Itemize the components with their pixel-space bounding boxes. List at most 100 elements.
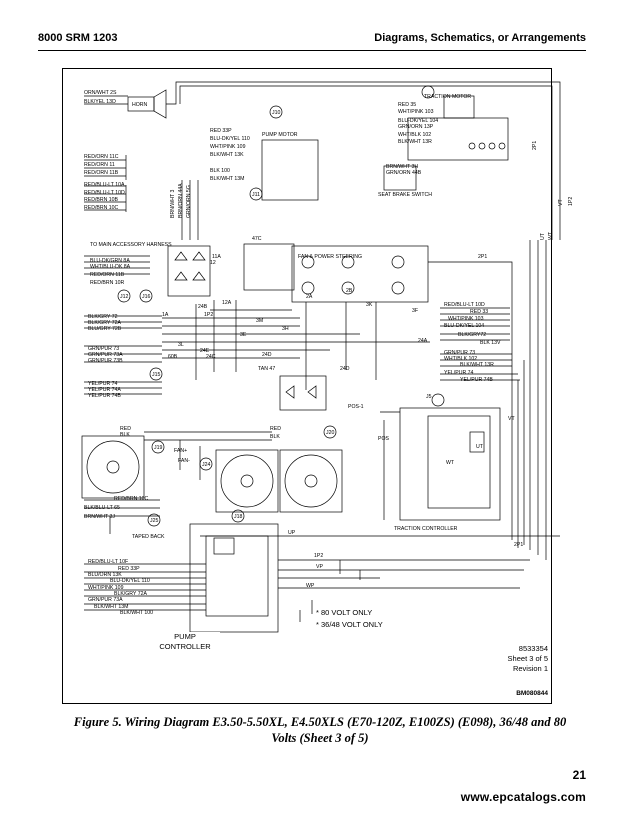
wire-label: RED 35: [398, 102, 416, 108]
schematic-element: [205, 535, 269, 617]
schematic-element: [511, 240, 547, 560]
wire-label: BLK/GRY 72: [88, 314, 118, 320]
wire-label: 3E: [240, 332, 247, 338]
wire-label: POS-1: [348, 404, 364, 410]
wire-label: 2P1: [514, 542, 523, 548]
wire-label: J16: [142, 294, 150, 300]
wire-label: J11: [252, 192, 260, 198]
wire-label: 3M: [256, 318, 263, 324]
schematic-element: [469, 431, 485, 453]
schematic-element: [147, 513, 161, 527]
wire-label: BLU/ORN 13K: [88, 572, 122, 578]
wire-label: GRN/PUR 73A: [88, 352, 123, 358]
wire-label: BLU-DK/YEL 110: [110, 578, 150, 584]
wire-label: J5: [426, 394, 432, 400]
wire-label: 24D: [262, 352, 272, 358]
wire-label: BLK: [270, 434, 280, 440]
schematic-element: [301, 281, 315, 295]
wire-label: J15: [152, 372, 160, 378]
wire-label: BLK/WHT 13M: [210, 176, 245, 182]
wire-label: YEL/PUR 74B: [88, 393, 121, 399]
schematic-element: [162, 317, 430, 359]
wire-label: YEL/PUR 74: [444, 370, 474, 376]
schematic-element: [285, 385, 317, 399]
doc-number: 8533354: [518, 644, 548, 653]
wire-label: VT: [558, 199, 564, 206]
wire-label: VT: [508, 416, 515, 422]
schematic-element: [269, 105, 283, 119]
schematic-element: [341, 281, 355, 295]
schematic-element: [440, 307, 520, 381]
schematic-element: [84, 345, 162, 363]
schematic-element: [213, 537, 235, 555]
wire-label: BLU/GRY 72B: [88, 326, 122, 332]
wire-label: 1P2: [314, 553, 323, 559]
wire-label: BLK 13V: [480, 340, 501, 346]
power-block: [291, 245, 429, 303]
schematic-element: [84, 499, 160, 534]
wire-label: BLK/WHT 13M: [94, 604, 129, 610]
wire-label: RED: [120, 426, 131, 432]
j5-connector: [421, 85, 435, 99]
wire-label: FAN-: [178, 458, 190, 464]
wire-label: BRN/WHT 3: [170, 189, 176, 218]
schematic-element: [84, 381, 162, 395]
wire-label: BLK/WHT 13K: [210, 152, 244, 158]
wire-label: 47C: [252, 236, 262, 242]
watermark: www.epcatalogs.com: [460, 790, 586, 804]
schematic-element: [117, 289, 131, 303]
wire-label: J25: [150, 518, 158, 524]
traction-controller: [399, 407, 501, 521]
schematic-element: [86, 440, 140, 494]
schematic-element: [380, 411, 400, 520]
wire-label: 3F: [412, 308, 418, 314]
wire-label: UP: [288, 530, 296, 536]
section-title: Diagrams, Schematics, or Arrangements: [374, 32, 586, 44]
schematic-element: [498, 142, 506, 150]
wire-label: UT: [476, 444, 484, 450]
schematic-element: [84, 315, 162, 329]
schematic-element: [428, 261, 513, 340]
wire-label: BLK 100: [210, 168, 230, 174]
schematic-element: [299, 600, 313, 622]
wire-label: RED/BLU-LT 10A: [84, 182, 125, 188]
horn-label: HORN: [132, 102, 148, 108]
wire-label: BLK/GRY72: [458, 332, 486, 338]
wire-label: WHT/PINK 103: [398, 109, 434, 115]
fan-3: [279, 449, 343, 513]
schematic-element: [84, 159, 126, 177]
schematic-element: [139, 289, 153, 303]
wire-label: ORN/WHT 2S: [84, 90, 117, 96]
wire-label: 2P1: [532, 141, 538, 150]
wire-label: WT: [446, 460, 455, 466]
wire-label: YEL/PUR 74B: [460, 377, 493, 383]
fan-steering-label: FAN & POWER STEERING: [298, 254, 362, 260]
wire-label: J20: [326, 430, 334, 436]
wire-label: J18: [234, 514, 242, 520]
schematic-element: [304, 474, 318, 488]
wire-label: YEL/PUR 74: [88, 381, 118, 387]
wire-label: GRN/ORN 5G: [186, 185, 192, 218]
wire-label: BLK/WHT 100: [120, 610, 153, 616]
schematic-element: [278, 559, 530, 589]
doc-code: BM080844: [516, 690, 548, 697]
wire-label: BLU-DK/GRN 8A: [90, 258, 130, 264]
page-number: 21: [572, 768, 586, 782]
wire-label: WHT/BLK 102: [444, 356, 477, 362]
seat-brake-switch: [383, 165, 417, 191]
schematic-element: [284, 454, 338, 508]
wire-label: 2B: [346, 288, 353, 294]
wire-label: RED/BRN 10C: [84, 205, 119, 211]
note-36-48v: * 36/48 VOLT ONLY: [316, 620, 383, 629]
wire-label: RED/BRN 10C: [114, 496, 149, 502]
wire-label: RED: [270, 426, 281, 432]
wire-label: GRN/PUR 73A: [88, 597, 123, 603]
wire-label: WP: [306, 583, 315, 589]
schematic-element: [240, 474, 254, 488]
wire-label: J19: [154, 445, 162, 451]
fan-2: [215, 449, 279, 513]
wire-label: UT: [540, 232, 546, 240]
wire-label: BLK/GRY 72A: [114, 591, 148, 597]
wire-label: J12: [120, 294, 128, 300]
